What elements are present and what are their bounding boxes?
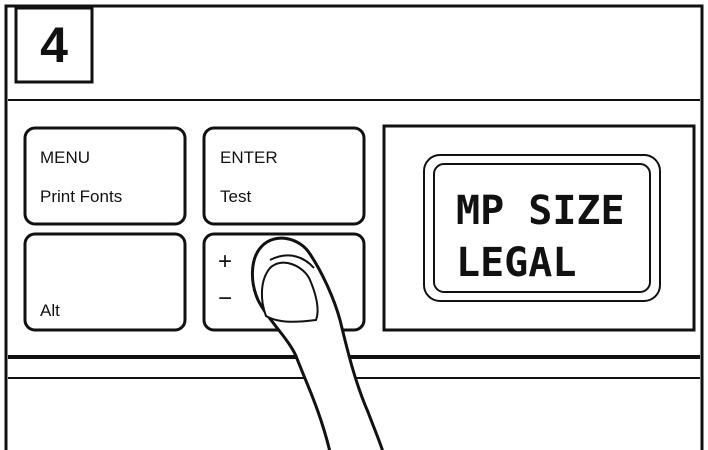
lcd-display: MP SIZE LEGAL: [384, 126, 694, 330]
minus-label: −: [218, 285, 232, 312]
print-fonts-label: Print Fonts: [40, 187, 122, 206]
step-number: 4: [40, 17, 68, 73]
menu-button[interactable]: MENU Print Fonts: [25, 128, 185, 224]
alt-label: Alt: [40, 301, 60, 320]
menu-label: MENU: [40, 148, 90, 167]
step-badge: 4: [16, 8, 92, 82]
display-line-1: MP SIZE: [456, 188, 625, 234]
enter-button[interactable]: ENTER Test: [204, 128, 364, 224]
plus-label: +: [218, 248, 232, 275]
alt-button[interactable]: Alt: [25, 234, 185, 330]
test-label: Test: [220, 187, 251, 206]
display-line-2: LEGAL: [456, 240, 576, 286]
enter-label: ENTER: [220, 148, 278, 167]
